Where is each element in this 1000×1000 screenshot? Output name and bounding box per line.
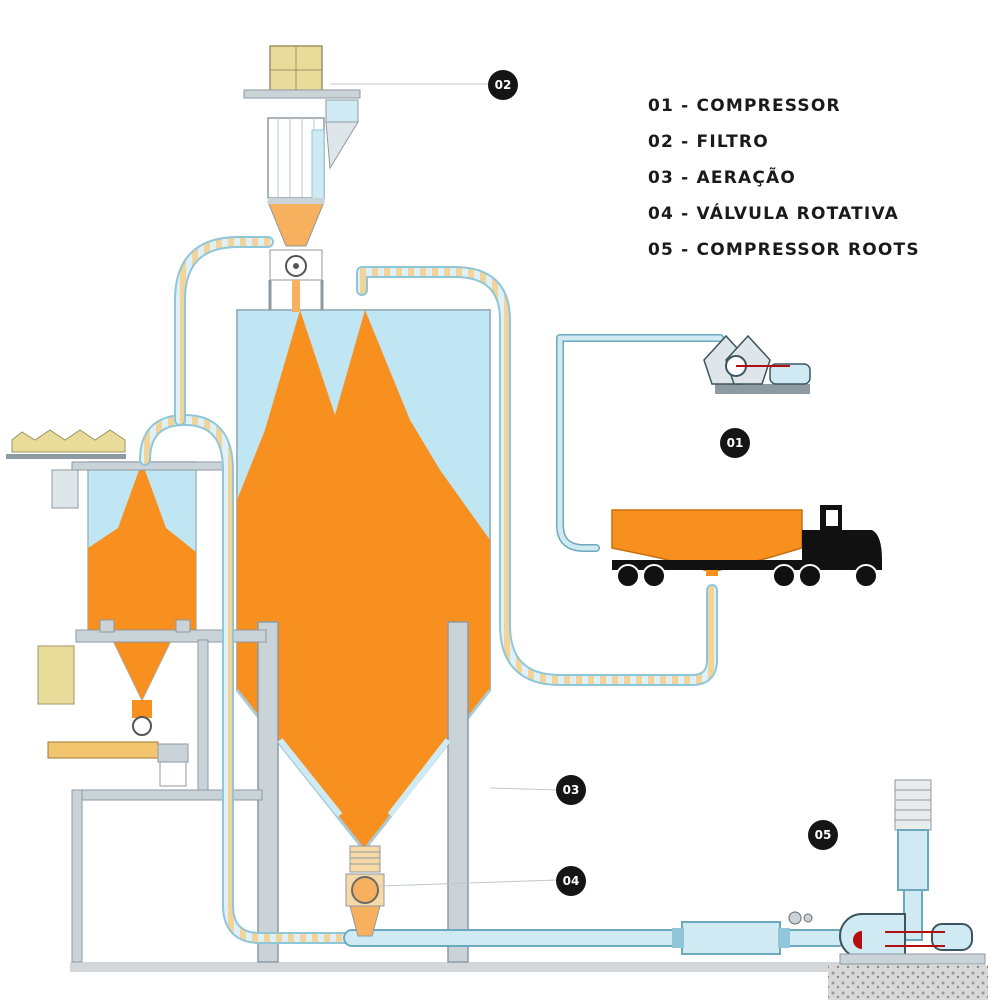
small-silo [6, 429, 267, 963]
marker-04: 04 [556, 866, 586, 896]
conveying-pipes [139, 236, 847, 947]
filter-unit [243, 45, 361, 312]
silo-leg-right [447, 621, 469, 963]
ground-slab [70, 962, 930, 972]
marker-03: 03 [556, 775, 586, 805]
component-legend: 01 - COMPRESSOR 02 - FILTRO 03 - AERAÇÃO… [648, 92, 978, 272]
marker-02: 02 [488, 70, 518, 100]
legend-item-roots-compressor: 05 - COMPRESSOR ROOTS [648, 240, 920, 260]
roots-foundation [828, 965, 988, 1000]
main-silo [235, 309, 492, 963]
silo-material [237, 310, 490, 848]
marker-01: 01 [720, 428, 750, 458]
air-compressor [703, 334, 811, 394]
bulk-tanker-truck [611, 505, 882, 588]
screw-conveyor [47, 741, 159, 759]
legend-item-compressor: 01 - COMPRESSOR [648, 96, 841, 116]
legend-item-rotary-valve: 04 - VÁLVULA ROTATIVA [648, 204, 900, 224]
roots-blower [672, 779, 986, 965]
legend-item-filter: 02 - FILTRO [648, 132, 769, 152]
marker-leaders [330, 83, 559, 887]
legend-item-aeration: 03 - AERAÇÃO [648, 168, 797, 188]
marker-05: 05 [808, 820, 838, 850]
rotary-valve [345, 845, 385, 937]
